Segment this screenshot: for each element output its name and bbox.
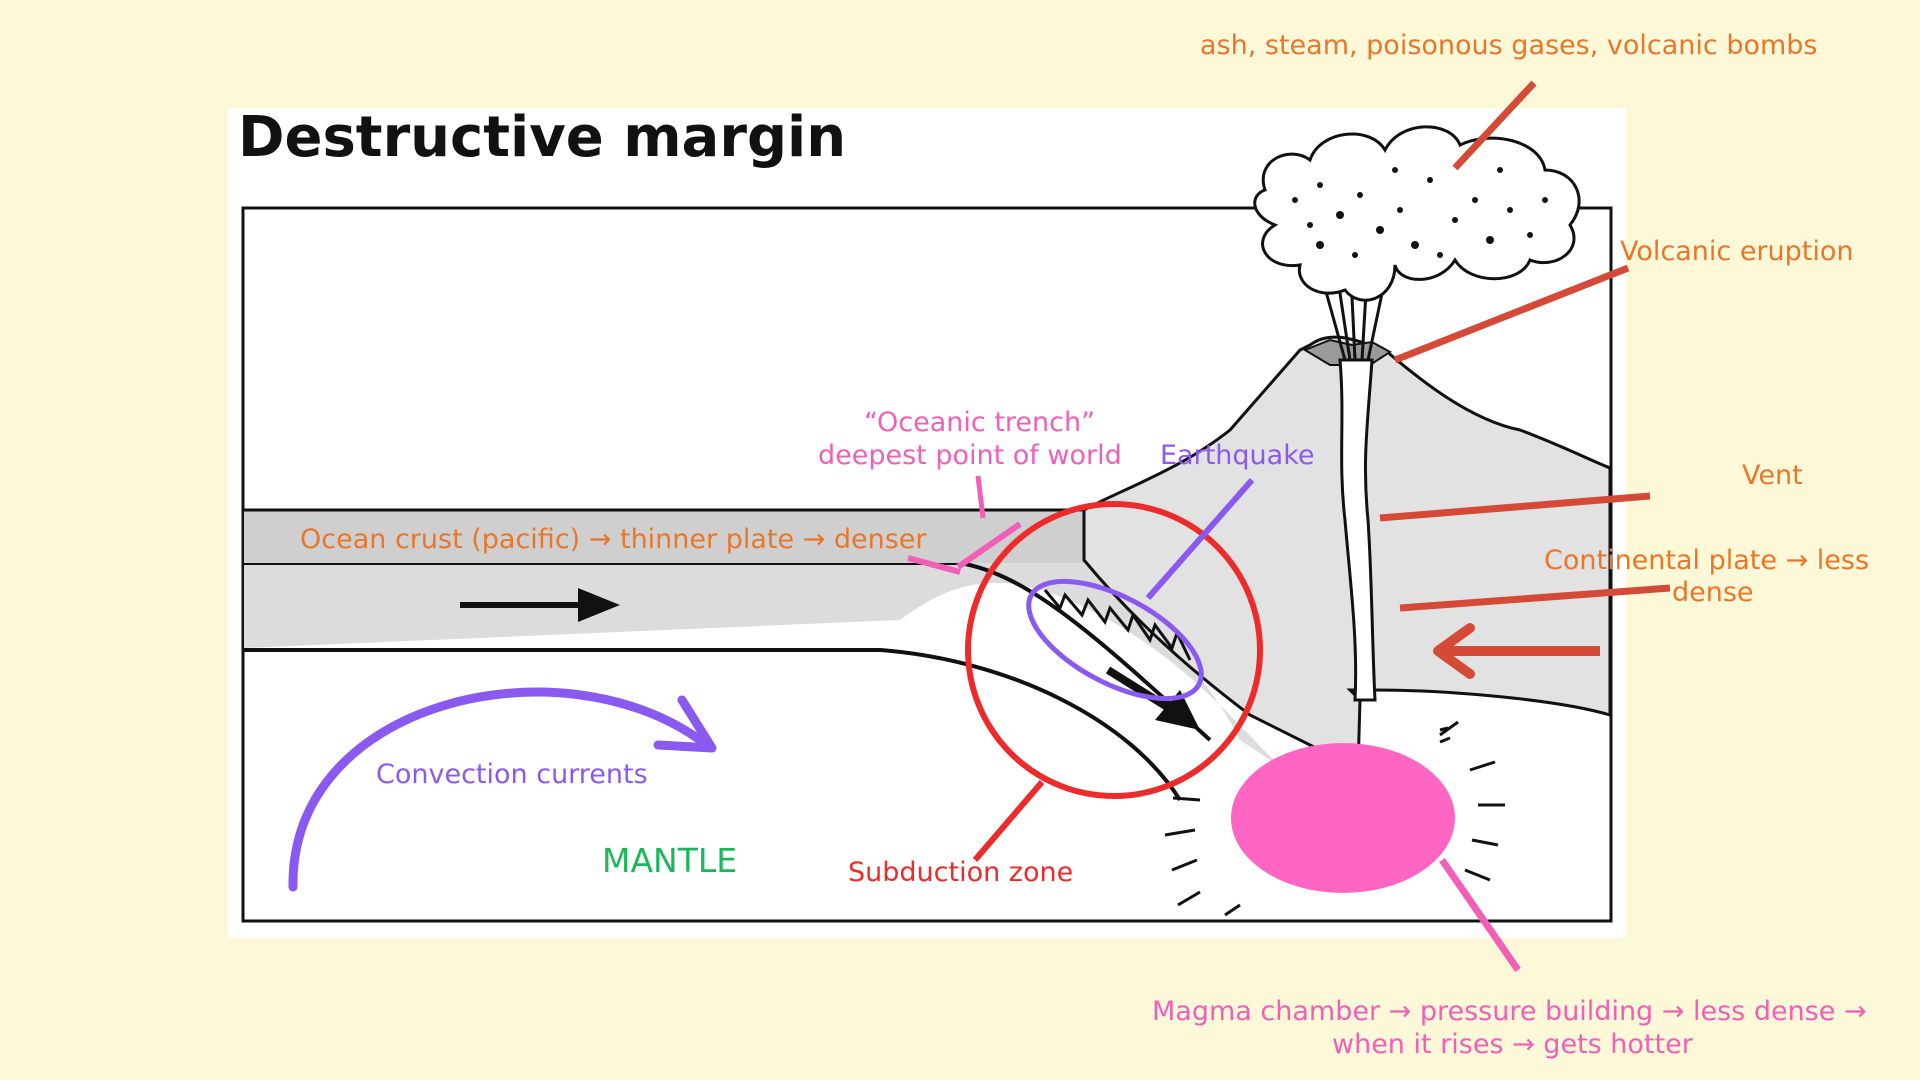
subduction-arrow xyxy=(1105,666,1200,730)
ash-label: ash, steam, poisonous gases, volcanic bo… xyxy=(1200,30,1818,61)
eruption-leader xyxy=(1393,264,1630,364)
trench-marker-a xyxy=(956,521,1022,570)
ash-leader xyxy=(1452,80,1537,171)
vent-leader xyxy=(1379,492,1651,522)
earthquake-leader xyxy=(1145,478,1255,600)
continental-leader xyxy=(1399,584,1671,612)
ocean-crust-band xyxy=(244,510,1084,563)
magma-leader xyxy=(1439,858,1521,972)
volcano-vent xyxy=(1338,358,1377,702)
convection-arrow-head xyxy=(653,695,717,753)
subduction-leader xyxy=(972,780,1045,862)
magma-heat-rays xyxy=(1164,720,1505,917)
ocean-plate-arrow xyxy=(460,588,620,622)
ocean-plate xyxy=(244,510,1285,770)
trench-leader xyxy=(975,475,986,519)
magma-label-line2: when it rises → gets hotter xyxy=(1332,1029,1694,1060)
eruption-label: Volcanic eruption xyxy=(1620,236,1854,267)
subduction-zone-circle xyxy=(965,501,1263,799)
ocean-plate-bottom-line xyxy=(244,648,1182,802)
trench-label-line1: “Oceanic trench” xyxy=(864,407,1095,438)
trench-label-line2: deepest point of world xyxy=(818,440,1122,471)
convection-label: Convection currents xyxy=(376,759,648,790)
earthquake-zigzag xyxy=(1043,589,1192,661)
subduction-label: Subduction zone xyxy=(848,857,1073,888)
earthquake-label: Earthquake xyxy=(1160,440,1315,471)
earthquake-ellipse xyxy=(1026,578,1204,702)
magma-chamber xyxy=(1231,743,1455,893)
ash-particles xyxy=(1292,167,1548,258)
magma-label-line1: Magma chamber → pressure building → less… xyxy=(1152,996,1867,1027)
vent-label: Vent xyxy=(1742,460,1803,491)
mantle-label: MANTLE xyxy=(602,841,737,880)
continental-plate-arrow xyxy=(1433,623,1600,679)
continental-label-line2: dense xyxy=(1672,577,1754,608)
diagram-title: Destructive margin xyxy=(238,105,846,170)
continental-label-line1: Continental plate → less xyxy=(1544,545,1869,576)
convection-arrow xyxy=(288,687,705,892)
trench-marker-b xyxy=(907,555,961,575)
ocean-crust-label: Ocean crust (pacific) → thinner plate → … xyxy=(300,524,927,555)
